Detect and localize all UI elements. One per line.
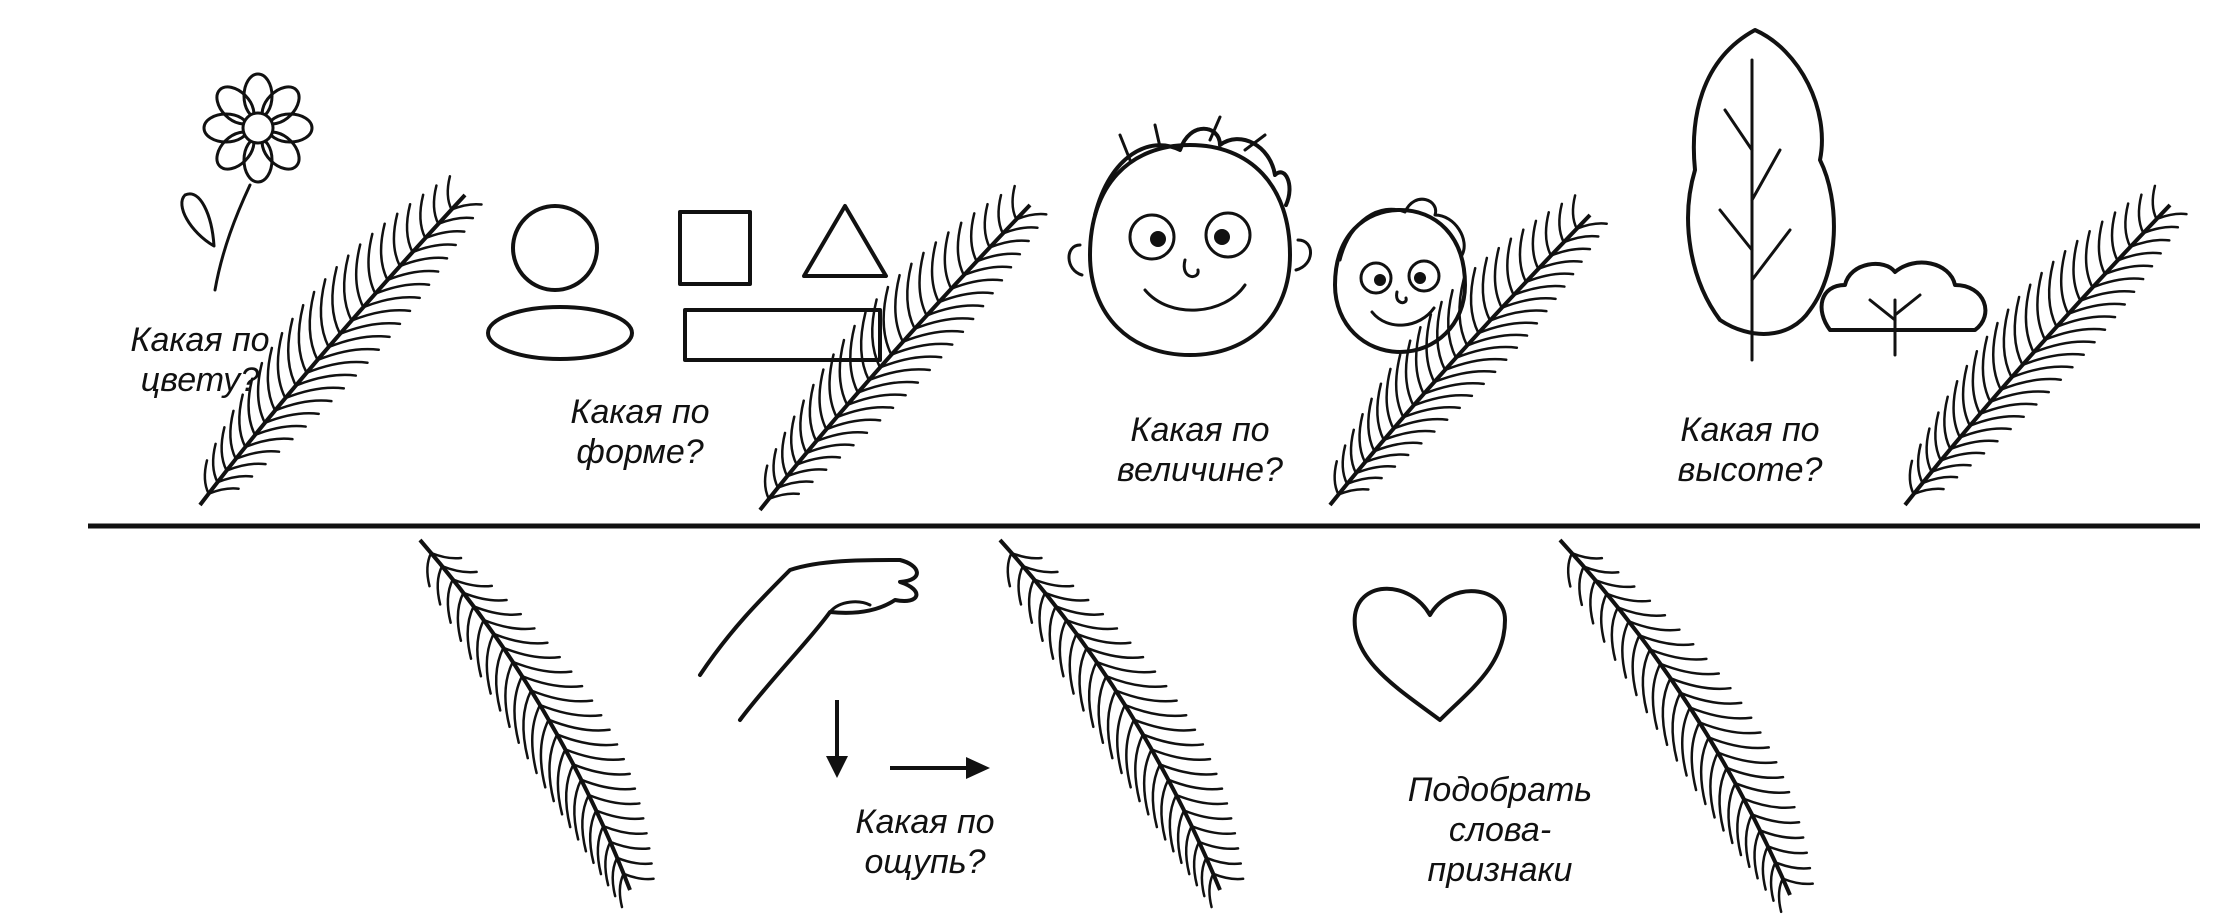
question-shape-label: Какая по форме?	[570, 393, 710, 471]
circle-icon	[511, 204, 599, 292]
question-height-label: Какая по высоте?	[1677, 411, 1823, 489]
question-size-label: Какая по величине?	[1117, 411, 1283, 489]
flower-icon	[180, 72, 314, 292]
fern-branch	[198, 175, 483, 507]
fern-branch	[1558, 538, 1814, 914]
attribute-words-label: Подобрать слова- признаки	[1407, 771, 1593, 889]
small-boy-face-icon	[1333, 197, 1467, 354]
heart-icon	[1352, 586, 1507, 722]
big-boy-face-icon	[1067, 115, 1312, 357]
fern-branch	[418, 538, 655, 909]
fern-branch	[1328, 194, 1608, 507]
oval-icon	[486, 305, 634, 361]
rectangle-icon	[683, 308, 882, 362]
question-color-label: Какая по цвету?	[130, 321, 270, 399]
triangle-icon	[802, 204, 888, 278]
square-icon	[678, 210, 752, 286]
right-arrow-icon	[890, 757, 990, 779]
bush-icon	[1819, 260, 1988, 357]
fern-branch	[998, 538, 1245, 909]
fern-branch	[758, 184, 1048, 512]
question-touch-label: Какая по ощупь?	[855, 803, 995, 881]
down-arrow-icon	[826, 700, 848, 778]
tall-tree-icon	[1686, 28, 1836, 362]
hand-icon	[698, 558, 919, 722]
fern-branch	[1903, 184, 2188, 507]
